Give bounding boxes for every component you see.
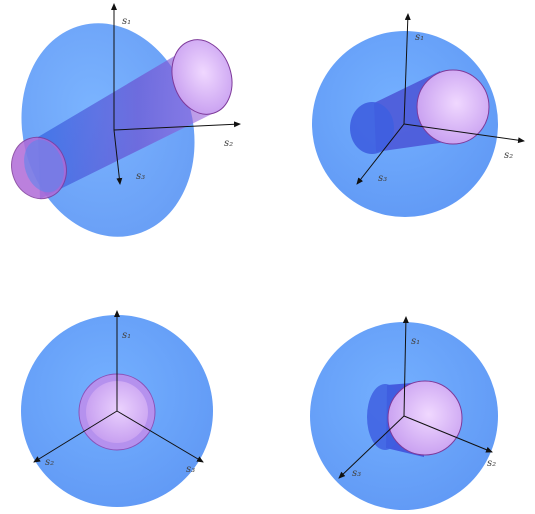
label-right: s₂ (504, 150, 513, 161)
tube-cap-front (416, 69, 490, 145)
label-up: s₁ (122, 16, 131, 27)
tube-cap-inner (86, 381, 148, 443)
label-right: s₂ (224, 138, 233, 149)
axis-right (403, 123, 525, 144)
panel-bottom-right: s₁ s₃ s₂ (310, 316, 498, 510)
axis-up (402, 316, 409, 417)
tube-cap-back-inner (24, 139, 64, 193)
label-right: s₃ (186, 464, 195, 475)
label-left: s₂ (45, 457, 54, 468)
label-up: s₁ (415, 32, 424, 43)
axis-left (33, 410, 118, 463)
axis-down (113, 129, 123, 185)
panel-top-left: s₁ s₂ s₃ (11, 3, 241, 237)
tube-cap-back (350, 102, 394, 154)
label-up: s₁ (122, 330, 131, 341)
axis-left (338, 415, 405, 479)
label-down: s₃ (136, 171, 145, 182)
axis-down (356, 123, 405, 185)
axis-right (116, 410, 204, 463)
axis-right (403, 415, 493, 453)
label-right: s₂ (487, 458, 496, 469)
tube-cap-front (171, 39, 233, 115)
panel-top-right: s₁ s₂ s₃ (312, 13, 525, 217)
label-up: s₁ (411, 336, 420, 347)
label-down: s₃ (378, 173, 387, 184)
label-left: s₃ (352, 468, 361, 479)
axis-up (403, 13, 411, 125)
axis-right (113, 121, 241, 131)
tube-cap-front (387, 380, 463, 456)
panel-bottom-left: s₁ s₂ s₃ (21, 310, 213, 507)
